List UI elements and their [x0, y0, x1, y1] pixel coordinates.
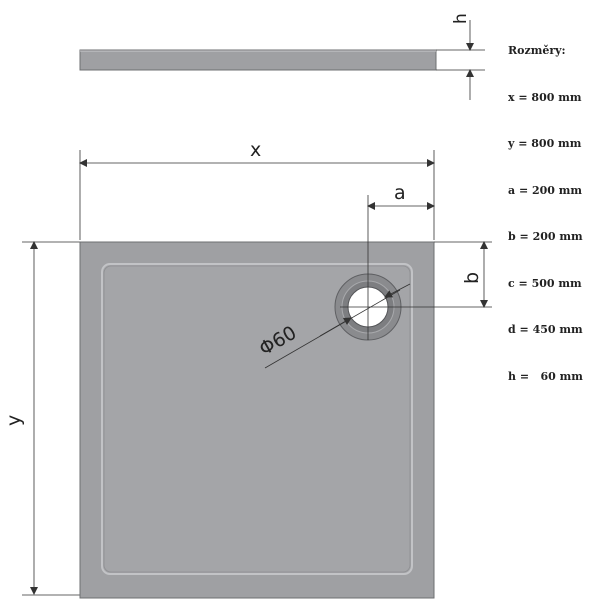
- legend-item-b: b = 200 mm: [508, 230, 583, 243]
- side-view: h: [79, 13, 485, 100]
- x-dimension: x: [79, 139, 435, 240]
- top-view: [79, 241, 435, 599]
- legend-item-h: h = 60 mm: [508, 369, 583, 383]
- diameter-arrow-left: [319, 317, 352, 337]
- b-dimension: b: [340, 241, 492, 308]
- tray-basin: [101, 263, 413, 575]
- legend-item-x: x = 800 mm: [508, 90, 582, 104]
- y-label: y: [3, 415, 25, 426]
- b-label: b: [461, 272, 483, 284]
- y-dimension: y: [3, 241, 80, 596]
- legend-item-a: a = 200 mm: [508, 183, 583, 197]
- legend-item-c: c = 500 mm: [508, 276, 582, 290]
- diameter-arrow-right: [384, 283, 411, 298]
- a-dimension: a: [367, 182, 435, 340]
- legend-title: Rozměry:: [508, 44, 566, 57]
- side-view-tray: [79, 49, 437, 71]
- tray-basin-shadow: [103, 265, 411, 573]
- h-label: h: [451, 13, 471, 24]
- x-label: x: [250, 139, 261, 161]
- dimensions-legend: Rozměry: x = 800 mm y = 800 mm a = 200 m…: [508, 12, 598, 400]
- legend-item-y: y = 800 mm: [508, 137, 582, 150]
- legend-item-d: d = 450 mm: [508, 323, 583, 336]
- a-label: a: [394, 182, 406, 204]
